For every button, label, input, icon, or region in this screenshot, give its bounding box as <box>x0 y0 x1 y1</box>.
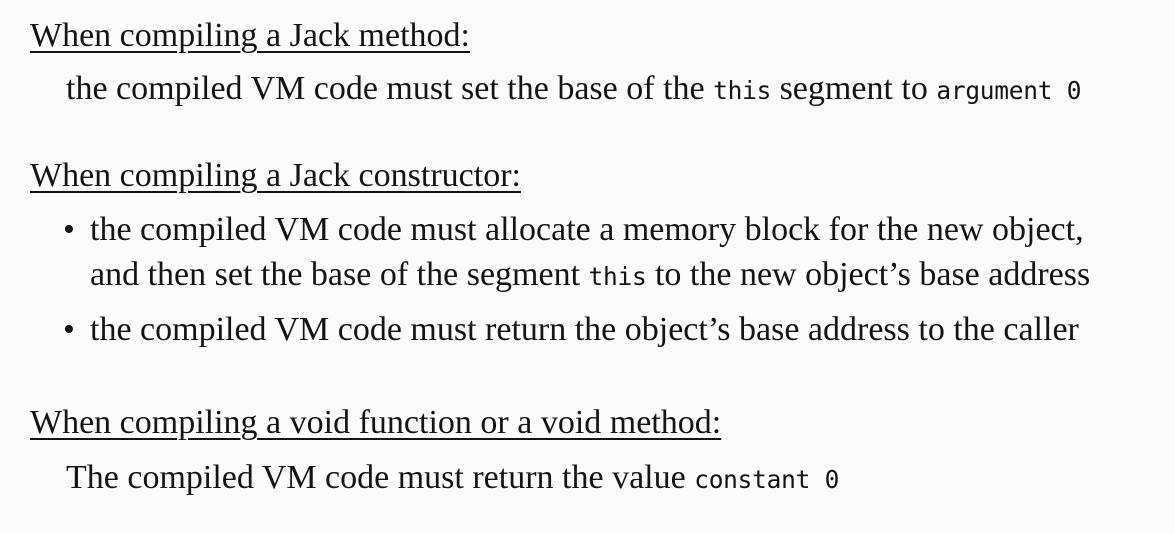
bullet-1-line-1-text: the compiled VM code must allocate a mem… <box>90 211 1084 248</box>
bullet-1-line-2-text: to the new object’s base address <box>646 256 1091 293</box>
bullet-icon: • <box>63 211 75 248</box>
section-void-body: The compiled VM code must return the val… <box>66 455 1175 502</box>
section-constructor-heading-text: When compiling a Jack constructor: <box>30 157 521 194</box>
constructor-bullet-1-text: the compiled VM code must allocate a mem… <box>90 207 1090 299</box>
section-void-heading: When compiling a void function or a void… <box>30 400 1175 445</box>
bullet-icon: • <box>63 311 75 348</box>
constructor-bullet-1: • the compiled VM code must allocate a m… <box>63 207 1175 299</box>
section-constructor-heading: When compiling a Jack constructor: <box>30 153 1175 198</box>
bullet-1-line-2-text: and then set the base of the segment <box>90 256 589 293</box>
code-constant-0: constant 0 <box>694 465 840 494</box>
void-body-text: The compiled VM code must return the val… <box>66 459 695 496</box>
bullet-2-line-1-text: the compiled VM code must return the obj… <box>90 311 1079 348</box>
method-body-text: the compiled VM code must set the base o… <box>66 70 714 107</box>
section-void-heading-text: When compiling a void function or a void… <box>30 404 722 441</box>
section-method-heading: When compiling a Jack method: <box>30 13 1175 58</box>
slide: When compiling a Jack method: the compil… <box>30 13 1175 502</box>
method-body-text: segment to <box>771 70 937 107</box>
bullet-1-line-1: the compiled VM code must allocate a mem… <box>90 207 1090 252</box>
bullet-1-line-2: and then set the base of the segment thi… <box>90 252 1090 299</box>
constructor-bullet-2-text: the compiled VM code must return the obj… <box>90 307 1079 352</box>
bullet-2-line-1: the compiled VM code must return the obj… <box>90 307 1079 352</box>
constructor-bullet-2: • the compiled VM code must return the o… <box>63 307 1175 352</box>
section-method-body: the compiled VM code must set the base o… <box>66 66 1175 113</box>
code-this: this <box>588 262 647 291</box>
code-this: this <box>713 76 772 105</box>
section-method-heading-text: When compiling a Jack method: <box>30 17 470 54</box>
code-argument-0: argument 0 <box>936 76 1082 105</box>
